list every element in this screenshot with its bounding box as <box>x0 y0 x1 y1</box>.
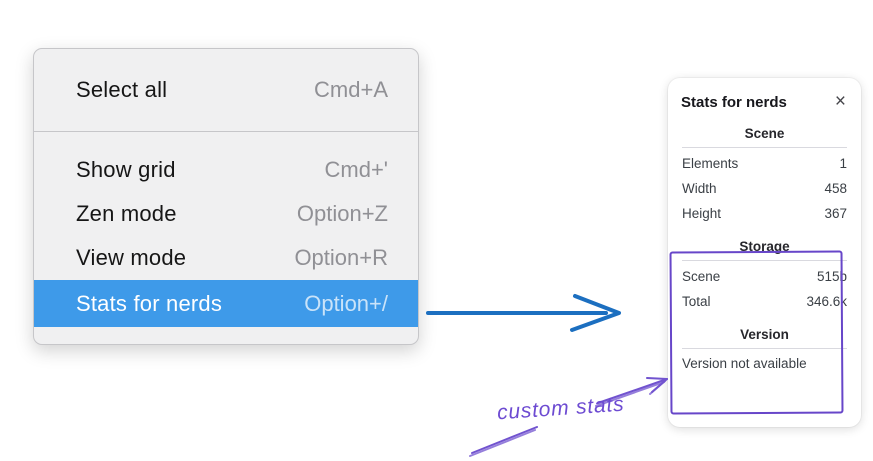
stat-label: Height <box>682 206 722 221</box>
stats-panel-header: Stats for nerds × <box>681 91 848 113</box>
menu-item-label: Zen mode <box>76 201 177 226</box>
stat-value: 346.6k <box>806 294 847 309</box>
close-icon[interactable]: × <box>834 91 846 112</box>
stat-row-elements: Elements 1 <box>681 151 848 176</box>
menu-section-bottom: Show grid Cmd+' Zen mode Option+Z View m… <box>34 132 418 327</box>
version-note: Version not available <box>682 356 807 371</box>
menu-item-view-mode[interactable]: View mode Option+R <box>34 236 418 280</box>
menu-item-shortcut: Option+Z <box>296 201 388 226</box>
section-heading: Storage <box>739 239 790 254</box>
stat-value: 1 <box>839 156 847 171</box>
section-heading: Scene <box>744 126 785 141</box>
menu-item-zen-mode[interactable]: Zen mode Option+Z <box>34 192 418 236</box>
menu-item-shortcut: Option+/ <box>304 290 388 316</box>
menu-item-label: Select all <box>76 77 168 102</box>
stat-label: Elements <box>682 156 739 171</box>
stat-label: Width <box>682 181 717 196</box>
stats-section-storage: Storage Scene 515b Total 346.6k <box>681 239 848 314</box>
menu-section-top: Select all Cmd+A <box>34 49 418 132</box>
section-divider <box>682 260 847 261</box>
stat-value: 515b <box>816 269 847 284</box>
menu-item-shortcut: Cmd+A <box>314 77 388 102</box>
stats-section-scene: Scene Elements 1 Width 458 Height 367 <box>681 126 848 226</box>
stat-label: Total <box>682 294 711 309</box>
stat-row-width: Width 458 <box>681 176 848 201</box>
stats-panel-title: Stats for nerds <box>681 93 787 111</box>
menu-item-shortcut: Cmd+' <box>324 157 389 182</box>
menu-item-stats-for-nerds[interactable]: Stats for nerds Option+/ <box>34 280 418 327</box>
menu-item-label: Show grid <box>76 157 176 182</box>
stat-row-scene-size: Scene 515b <box>681 264 848 289</box>
arrow-blue <box>426 294 621 332</box>
menu-item-select-all[interactable]: Select all Cmd+A <box>34 68 418 112</box>
stat-row-total-size: Total 346.6k <box>681 289 848 314</box>
stat-value: 458 <box>824 181 847 196</box>
menu-item-label: Stats for nerds <box>76 290 223 316</box>
menu-item-shortcut: Option+R <box>294 245 388 270</box>
stat-value: 367 <box>824 206 847 221</box>
section-divider <box>682 147 847 148</box>
stat-label: Scene <box>682 269 721 284</box>
stat-row-height: Height 367 <box>681 201 848 226</box>
stats-panel: Stats for nerds × Scene Elements 1 Width… <box>668 78 861 427</box>
menu-item-show-grid[interactable]: Show grid Cmd+' <box>34 148 418 192</box>
annotation-custom-stats-label: custom stats <box>496 392 626 425</box>
section-divider <box>682 348 847 349</box>
stats-section-version: Version Version not available <box>681 327 848 373</box>
menu-item-label: View mode <box>76 245 187 270</box>
section-heading: Version <box>740 327 789 342</box>
context-menu: Select all Cmd+A Show grid Cmd+' Zen mod… <box>33 48 419 345</box>
